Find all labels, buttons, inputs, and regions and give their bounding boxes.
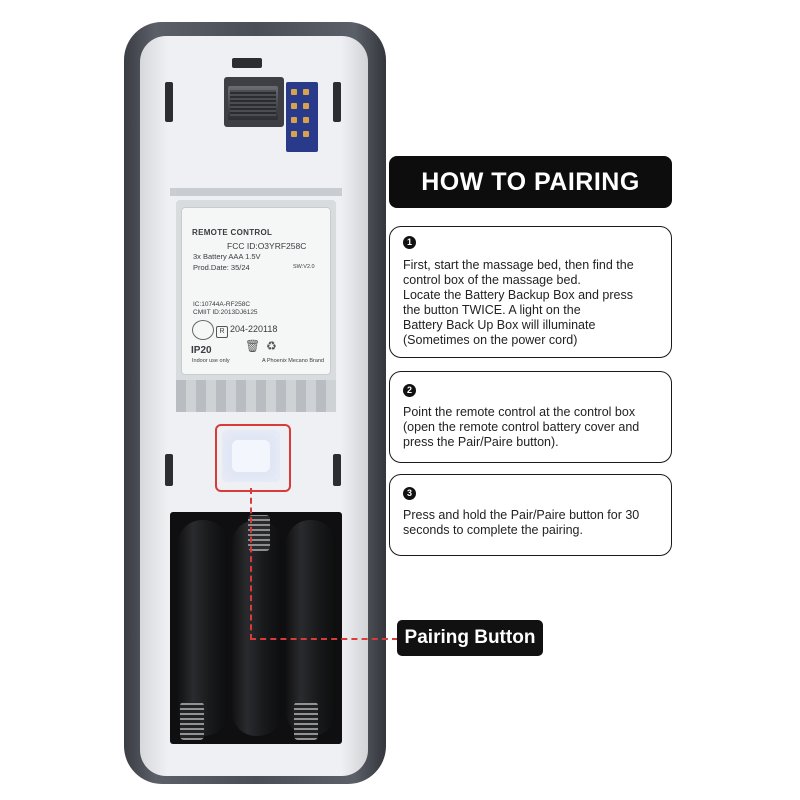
pair-button-highlight	[215, 424, 291, 492]
pcb-pin	[291, 103, 297, 109]
clip-slot	[333, 82, 341, 122]
battery-slot	[232, 520, 282, 736]
cover-latch	[176, 380, 336, 412]
battery-spring	[294, 702, 318, 740]
pcb-pin	[303, 103, 309, 109]
step-line: Press and hold the Pair/Paire button for…	[403, 508, 640, 522]
step-text: Point the remote control at the control …	[403, 405, 671, 450]
step-line: the button TWICE. A light on the	[403, 303, 581, 317]
label-ic-id: IC:10744A-RF258C	[193, 301, 251, 308]
step-number: 2	[403, 384, 416, 397]
label-cmiit-id: CMIIT ID:2013DJ6125	[193, 309, 258, 316]
step-line: Battery Back Up Box will illuminate	[403, 318, 596, 332]
step-line: Point the remote control at the control …	[403, 405, 636, 419]
step-line: seconds to complete the pairing.	[403, 523, 583, 537]
step-card	[389, 371, 672, 463]
pcb-pin	[291, 117, 297, 123]
leader-line	[250, 638, 398, 640]
cover-ledge	[170, 188, 342, 196]
recycle-icon: ♻	[266, 339, 277, 353]
step-number: 3	[403, 487, 416, 500]
battery-spring	[180, 702, 204, 740]
pse-icon	[192, 320, 214, 340]
battery-slot	[178, 520, 228, 736]
label-sw-version: SW:V2.0	[293, 264, 315, 270]
pairing-button-callout: Pairing Button	[397, 620, 543, 656]
step-line: press the Pair/Paire button).	[403, 435, 559, 449]
switch-grip	[230, 90, 276, 116]
leader-line	[250, 488, 252, 640]
label-ip-rating: IP20	[191, 345, 212, 356]
clip-slot	[165, 454, 173, 486]
step-text: First, start the massage bed, then find …	[403, 258, 671, 348]
r-mark-icon: R	[216, 326, 228, 338]
pcb-pin	[303, 89, 309, 95]
step-card	[389, 226, 672, 358]
pair-button-light	[232, 440, 270, 472]
switch-label	[232, 58, 262, 68]
label-fcc-id: FCC ID:O3YRF258C	[227, 241, 307, 251]
pcb-pin	[291, 89, 297, 95]
label-title: REMOTE CONTROL	[192, 228, 273, 237]
weee-bin-icon: 🗑	[245, 339, 261, 353]
step-line: Locate the Battery Backup Box and press	[403, 288, 633, 302]
step-card	[389, 474, 672, 556]
label-battery: 3x Battery AAA 1.5V	[193, 252, 261, 261]
pcb-pin	[291, 131, 297, 137]
step-text: Press and hold the Pair/Paire button for…	[403, 508, 671, 538]
battery-slot	[286, 520, 336, 736]
label-indoor: Indoor use only	[192, 358, 230, 364]
step-line: First, start the massage bed, then find …	[403, 258, 634, 272]
step-line: (open the remote control battery cover a…	[403, 420, 640, 434]
clip-slot	[165, 82, 173, 122]
clip-slot	[333, 454, 341, 486]
pcb-pin	[303, 117, 309, 123]
battery-spring	[248, 515, 270, 551]
label-r-code: 204-220118	[230, 324, 278, 334]
label-brand: A Phoenix Mecano Brand	[262, 358, 325, 364]
label-prod-date: Prod.Date: 35/24	[193, 263, 250, 272]
step-line: (Sometimes on the power cord)	[403, 333, 578, 347]
page-title: HOW TO PAIRING	[389, 156, 672, 208]
step-number: 1	[403, 236, 416, 249]
step-line: control box of the massage bed.	[403, 273, 581, 287]
pcb-pin	[303, 131, 309, 137]
product-label	[182, 208, 330, 374]
